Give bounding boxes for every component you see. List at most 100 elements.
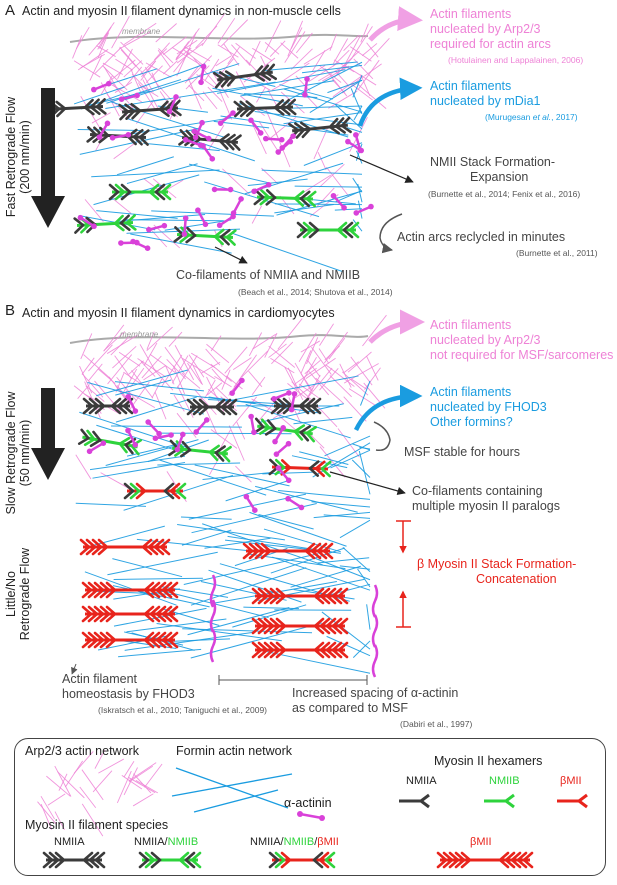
- myosin-head: [88, 404, 100, 415]
- myosin-head: [324, 858, 336, 869]
- myosin-head: [293, 190, 305, 200]
- myosin-head: [161, 638, 173, 649]
- myosin-head: [105, 631, 117, 642]
- arp-branch: [194, 389, 217, 415]
- myosin-head: [319, 624, 331, 635]
- myosin-head: [161, 612, 173, 623]
- myosin-head: [230, 134, 242, 144]
- arp-branch: [188, 354, 205, 378]
- myosin-rod: [236, 105, 294, 111]
- arp-branch: [121, 775, 143, 790]
- myosin-head: [264, 427, 277, 436]
- myosin-head: [336, 221, 348, 232]
- myosin-head: [242, 542, 254, 553]
- formin-filament: [111, 425, 242, 428]
- arp-branch: [99, 32, 109, 50]
- myosin-rod: [171, 446, 229, 456]
- myosin-head: [94, 851, 106, 862]
- myosin-head: [263, 641, 275, 652]
- formin-filament: [283, 88, 363, 113]
- myosin-head: [245, 107, 257, 117]
- myosin-head: [269, 594, 281, 605]
- myosin-head: [304, 549, 316, 560]
- arp-branch: [154, 391, 167, 420]
- myosin-head: [280, 459, 292, 469]
- myosin-head: [337, 641, 349, 652]
- myosin-head: [155, 631, 167, 642]
- panel-a-mdia-ref-etal: et al.: [532, 112, 552, 122]
- myosin-head: [276, 404, 288, 415]
- panel-a-arp-label-2: nucleated by Arp2/3: [430, 22, 541, 36]
- arp-branch: [298, 332, 317, 362]
- actinin-head: [211, 186, 218, 193]
- arp-branch: [339, 363, 352, 388]
- arp-branch: [173, 51, 190, 73]
- actinin-zdisc: [371, 614, 379, 648]
- panel-b-cofil-label-1: Co-filaments containing: [412, 484, 543, 498]
- actinin-head: [156, 430, 162, 437]
- arp-branch: [210, 429, 238, 449]
- myosin-head: [258, 426, 271, 435]
- panel-b-title: Actin and myosin II filament dynamics in…: [22, 306, 335, 320]
- myosin-rod: [256, 195, 314, 201]
- arp-branch: [288, 397, 302, 424]
- myosin-head: [93, 631, 105, 642]
- myosin-head: [313, 641, 325, 652]
- myosin-head: [149, 588, 161, 599]
- actinin-head: [353, 210, 360, 216]
- arp-branch: [175, 41, 190, 59]
- formin-filament: [177, 524, 285, 541]
- myosin-head: [87, 605, 99, 616]
- arp-branch: [317, 152, 327, 171]
- myosin-head: [99, 631, 111, 642]
- actinin-head: [209, 156, 216, 162]
- arp-branch: [356, 83, 387, 109]
- actinin-head: [118, 96, 125, 102]
- myosin-head: [131, 109, 142, 120]
- myosin-head: [48, 851, 60, 862]
- myosin-head: [180, 448, 192, 458]
- formin-filament: [225, 375, 359, 402]
- myosin-head: [296, 221, 308, 232]
- legend-formin-swatch: [171, 767, 293, 813]
- myosin-head: [269, 617, 281, 628]
- myosin-head: [318, 851, 330, 862]
- myosin-head: [504, 858, 516, 869]
- myosin-head: [220, 76, 231, 88]
- panel-a-arcs-label: Actin arcs reclycled in minutes: [397, 230, 566, 244]
- arp-branch: [80, 333, 93, 360]
- formin-filament: [202, 471, 273, 480]
- formin-filament: [243, 606, 299, 610]
- actinin-head: [130, 238, 136, 245]
- myosin-head: [226, 405, 238, 416]
- actinin-head: [132, 408, 139, 414]
- arp-branch: [114, 355, 132, 380]
- arp-branch: [300, 350, 312, 374]
- myosin-head: [186, 226, 197, 237]
- myosin-head: [276, 397, 288, 408]
- myosin-head: [510, 858, 522, 869]
- arp-branch: [183, 46, 211, 62]
- myosin-head: [198, 405, 210, 416]
- arp-branch: [221, 369, 231, 390]
- myosin-head: [130, 444, 140, 456]
- arp-branch: [248, 40, 261, 66]
- arp-branch: [81, 357, 95, 375]
- myosin-head: [73, 217, 85, 227]
- panel-b-spacing-label-2: as compared to MSF: [292, 701, 409, 715]
- arp-branch: [202, 91, 218, 110]
- myosin-head: [138, 135, 149, 146]
- actinin-head: [161, 222, 168, 229]
- myosin-filament: [253, 188, 317, 208]
- myosin-head: [460, 851, 472, 862]
- formin-filament: [324, 435, 371, 457]
- myosin-head: [308, 221, 320, 232]
- actinin-head: [168, 432, 174, 438]
- arp-branch: [166, 359, 187, 380]
- formin-filament: [73, 86, 125, 105]
- myosin-head: [120, 183, 132, 194]
- formin-filament: [126, 443, 178, 457]
- arp-branch: [295, 32, 313, 54]
- formin-filament: [327, 79, 363, 94]
- panel-a-recycle-arrow: [379, 213, 403, 254]
